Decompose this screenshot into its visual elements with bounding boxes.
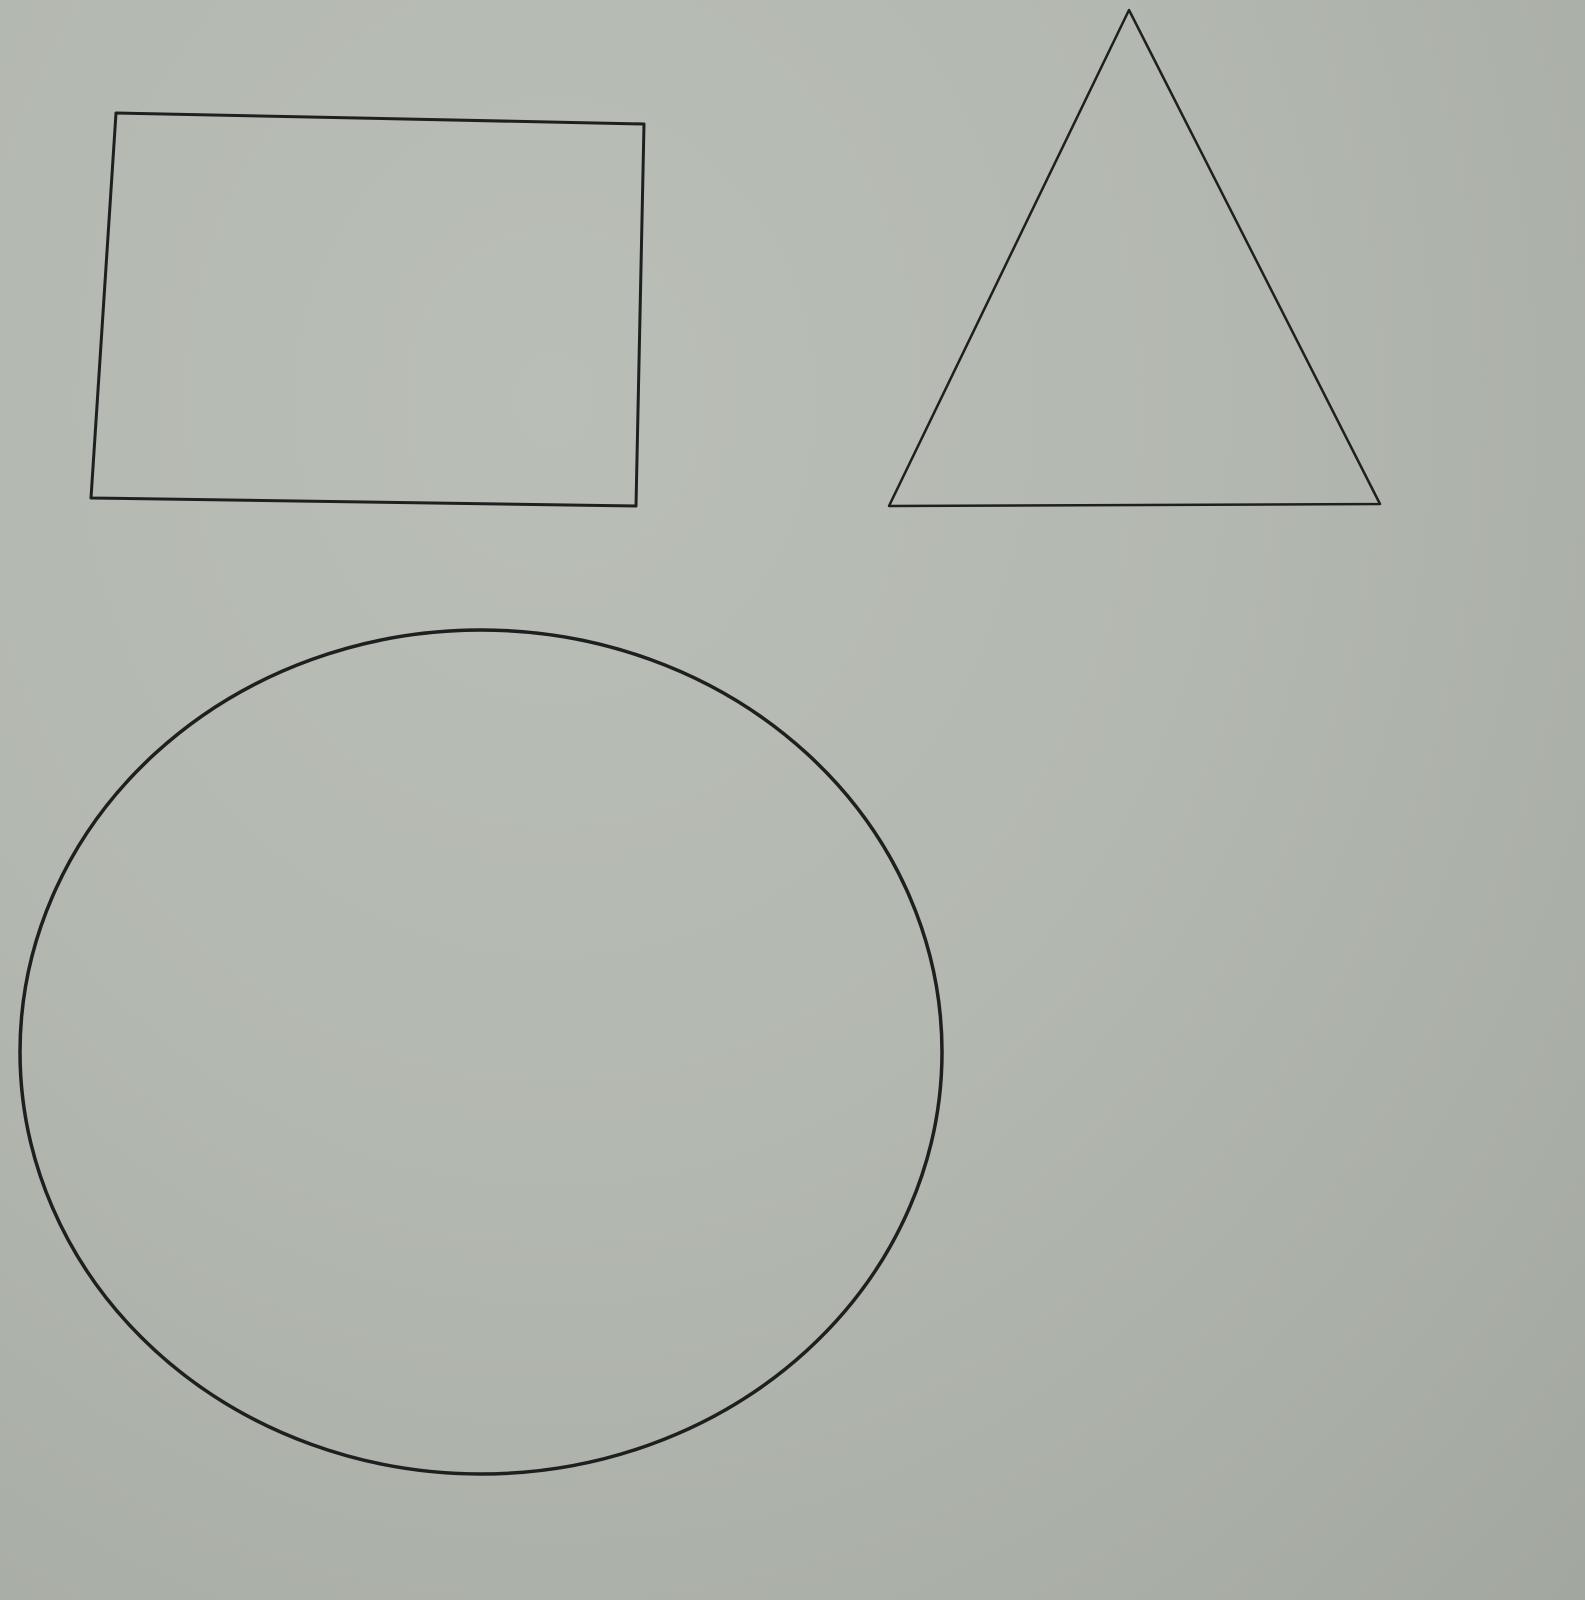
rectangle-shape [89, 111, 646, 508]
circle-shape [18, 628, 944, 1476]
triangle-shape [887, 8, 1382, 508]
